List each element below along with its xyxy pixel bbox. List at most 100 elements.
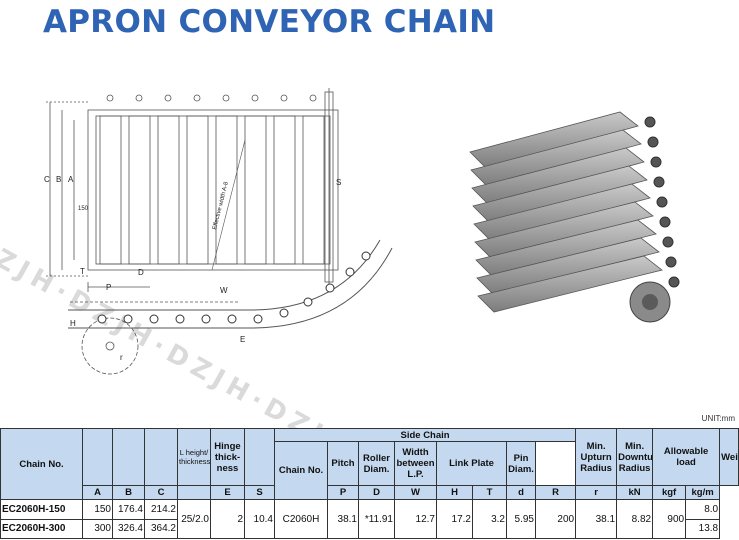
header-hinge: Hinge thick- ness bbox=[210, 428, 245, 486]
dim-p-label: P bbox=[106, 283, 111, 292]
header-side-chain: Side Chain bbox=[273, 428, 577, 442]
link-icon bbox=[644, 116, 656, 128]
header-width: Width between L.P. bbox=[394, 441, 437, 486]
roller-icon bbox=[149, 314, 159, 324]
slat bbox=[273, 115, 296, 265]
pin-icon bbox=[193, 94, 201, 102]
roller-icon bbox=[303, 297, 313, 307]
slat bbox=[186, 115, 209, 265]
photo-slat bbox=[470, 129, 642, 187]
slat bbox=[157, 115, 180, 265]
header-downturn-sym: r bbox=[575, 485, 618, 500]
photo-slat bbox=[473, 183, 651, 241]
header-kn: kN bbox=[616, 485, 654, 500]
header-h: H bbox=[436, 485, 473, 500]
row2-c: 364.2 bbox=[144, 518, 178, 539]
cell-kgf: 900 bbox=[652, 499, 687, 539]
roller-icon bbox=[201, 314, 211, 324]
dim-r-label: r bbox=[120, 353, 123, 362]
slat bbox=[244, 115, 267, 265]
pin-icon bbox=[135, 94, 143, 102]
pin-icon bbox=[106, 94, 114, 102]
roller-icon bbox=[175, 314, 185, 324]
cell-upturn: 200 bbox=[534, 499, 577, 539]
header-roller: Roller Diam. bbox=[358, 441, 395, 486]
cell-h: 17.2 bbox=[436, 499, 473, 539]
header-downturn: Min. Downturn Radius bbox=[616, 428, 654, 486]
roller-icon bbox=[97, 314, 107, 324]
header-s: S bbox=[244, 485, 275, 500]
table-row: EC2060H-150 150 176.4 214.2 25/2.0 2 10.… bbox=[0, 499, 739, 539]
cell-downturn: 38.1 bbox=[575, 499, 618, 539]
roller-icon bbox=[361, 251, 371, 261]
pin-icon bbox=[164, 94, 172, 102]
header-width-sym: W bbox=[394, 485, 437, 500]
link-icon bbox=[665, 256, 677, 268]
dim-h-label: H bbox=[70, 319, 76, 328]
row2-b: 326.4 bbox=[112, 518, 145, 539]
header-pin: Pin Diam. bbox=[506, 441, 536, 486]
unit-label: UNIT:mm bbox=[701, 414, 735, 423]
photo-slat bbox=[469, 111, 639, 169]
header-b: B bbox=[112, 485, 145, 500]
header-a: A bbox=[82, 485, 113, 500]
cell-pitch: 38.1 bbox=[327, 499, 359, 539]
header-upturn-sym: R bbox=[534, 485, 577, 500]
cell-s: 10.4 bbox=[244, 499, 275, 539]
row2-weight: 13.8 bbox=[685, 518, 721, 539]
cell-l-height: 25/2.0 bbox=[177, 499, 211, 539]
dim-c-label: C bbox=[44, 175, 50, 184]
cell-kn: 8.82 bbox=[616, 499, 654, 539]
dim-e-label: E bbox=[240, 335, 245, 344]
header-chain-no: Chain No. bbox=[0, 428, 83, 500]
photo-slat bbox=[471, 147, 645, 205]
header-roller-sym: D bbox=[358, 485, 395, 500]
top-view-outline bbox=[87, 109, 339, 271]
slat bbox=[215, 115, 238, 265]
header-upturn: Min. Upturn Radius bbox=[575, 428, 618, 486]
header-pin-sym: d bbox=[506, 485, 536, 500]
link-icon bbox=[662, 236, 674, 248]
link-icon bbox=[656, 196, 668, 208]
cell-e: 2 bbox=[210, 499, 245, 539]
chain-photo bbox=[469, 111, 680, 323]
pin-icon bbox=[309, 94, 317, 102]
page-title: APRON CONVEYOR CHAIN bbox=[43, 4, 496, 40]
photo-slat bbox=[477, 255, 663, 313]
header-side-chain-no: Chain No. bbox=[274, 441, 328, 500]
cell-t: 3.2 bbox=[472, 499, 507, 539]
slat bbox=[99, 115, 122, 265]
link-icon bbox=[647, 136, 659, 148]
row1-b: 176.4 bbox=[112, 499, 145, 520]
roller-icon bbox=[325, 283, 335, 293]
header-l-height: L height/ thickness bbox=[177, 428, 211, 486]
photo-slat bbox=[475, 219, 657, 277]
header-e: E bbox=[210, 485, 245, 500]
header-kgf: kgf bbox=[652, 485, 687, 500]
photo-slat bbox=[476, 237, 660, 295]
cell-roller: *11.91 bbox=[358, 499, 395, 539]
pin-icon bbox=[251, 94, 259, 102]
row1-a: 150 bbox=[82, 499, 113, 520]
header-c: C bbox=[144, 485, 178, 500]
header-allowable: Allowable load bbox=[652, 428, 721, 486]
dim-t-label: T bbox=[80, 267, 85, 276]
dim-a-label: A bbox=[68, 175, 74, 184]
dim-w-label: W bbox=[220, 286, 228, 295]
roller-icon bbox=[279, 308, 289, 318]
dim-d-label: D bbox=[138, 268, 144, 277]
dim-150-label: 150 bbox=[78, 206, 89, 212]
link-icon bbox=[668, 276, 680, 288]
dim-b-label: B bbox=[56, 175, 61, 184]
row1-c: 214.2 bbox=[144, 499, 178, 520]
pin-icon bbox=[280, 94, 288, 102]
roller-icon bbox=[227, 314, 237, 324]
header-t: T bbox=[472, 485, 507, 500]
photo-slat bbox=[472, 165, 648, 223]
row1-chain-no: EC2060H-150 bbox=[0, 499, 83, 520]
row2-chain-no: EC2060H-300 bbox=[0, 518, 83, 539]
spec-table: Chain No. L height/ thickness Hinge thic… bbox=[0, 428, 739, 539]
header-weight: Weight bbox=[719, 428, 739, 486]
technical-drawing: C B A 150 S T P W D H E r Effective widt… bbox=[44, 88, 393, 375]
slat bbox=[302, 115, 325, 265]
